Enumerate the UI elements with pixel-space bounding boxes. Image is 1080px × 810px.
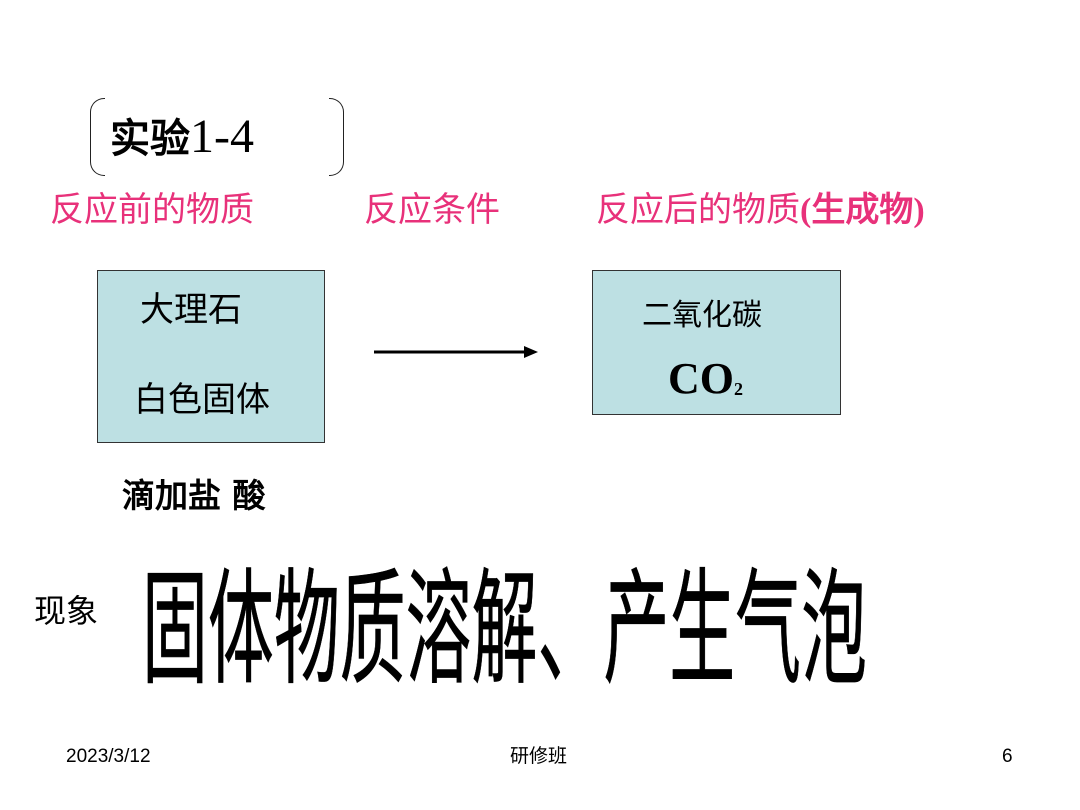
header-after-main: 反应后的物质 xyxy=(596,190,800,230)
reactant-name: 大理石 xyxy=(140,290,242,330)
phenomenon-wordart: 固体物质溶解、产生气泡 xyxy=(142,556,867,700)
product-formula: CO2 xyxy=(668,354,743,412)
header-after: 反应后的物质(生成物) xyxy=(596,186,925,235)
footer-date: 2023/3/12 xyxy=(66,746,151,767)
experiment-title: 实验1-4 xyxy=(110,108,254,167)
left-brace xyxy=(90,98,105,176)
formula-subscript: 2 xyxy=(734,379,743,399)
phenomenon-label: 现象 xyxy=(34,592,99,630)
experiment-number: 1-4 xyxy=(190,110,254,163)
experiment-label: 实验 xyxy=(110,116,190,162)
right-brace xyxy=(329,98,344,176)
phenomenon-text: 固体物质溶解、产生气泡 xyxy=(142,557,867,700)
footer-page-number: 6 xyxy=(1002,746,1013,767)
header-after-paren: (生成物) xyxy=(800,192,925,229)
reactant-box xyxy=(97,270,325,443)
reaction-arrow xyxy=(374,346,538,358)
product-box xyxy=(592,270,841,415)
condition-text: 滴加盐 酸 xyxy=(122,476,266,515)
footer-center: 研修班 xyxy=(510,746,568,767)
header-before: 反应前的物质 xyxy=(50,190,254,230)
product-name: 二氧化碳 xyxy=(642,298,762,333)
formula-main: CO xyxy=(668,354,734,403)
header-condition: 反应条件 xyxy=(364,190,500,230)
reactant-description: 白色固体 xyxy=(134,380,270,420)
